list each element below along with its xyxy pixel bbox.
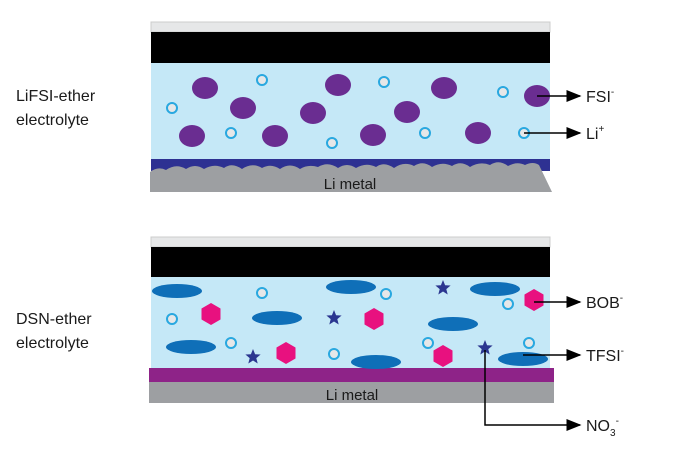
li-cation <box>225 127 237 139</box>
electrode-label: Li metal <box>326 387 379 404</box>
dendritic-li-metal <box>150 162 552 192</box>
electrolyte-region <box>151 63 550 161</box>
tfsi-anion <box>252 311 302 325</box>
no3-label: NO3- <box>586 416 619 439</box>
bob-anion <box>524 289 544 311</box>
panel-title-line1: DSN-ether <box>16 311 92 328</box>
fsi-anion <box>360 124 386 146</box>
li-cation <box>380 288 392 300</box>
tfsi-anion <box>470 282 520 296</box>
panel-title-line2: electrolyte <box>16 335 89 352</box>
fsi-anion <box>325 74 351 96</box>
top-cathode <box>151 247 550 277</box>
fsi-anion <box>262 125 288 147</box>
fsi-label: FSI- <box>586 87 614 106</box>
dsn-panel: Li metal BOB- TFSI- NO3- DSN-ether elect… <box>16 236 624 439</box>
li-cation <box>328 348 340 360</box>
tfsi-label: TFSI- <box>586 346 624 365</box>
tfsi-anion <box>351 355 401 369</box>
fsi-anion <box>192 77 218 99</box>
panel-title-line2: electrolyte <box>16 112 89 129</box>
li-label: Li+ <box>586 124 604 143</box>
li-cation <box>419 127 431 139</box>
li-cation <box>166 313 178 325</box>
bob-anion <box>364 308 384 330</box>
no3-anion <box>326 310 342 325</box>
li-cation <box>225 337 237 349</box>
bob-anion <box>201 303 221 325</box>
li-cation <box>256 74 268 86</box>
fsi-anion <box>431 77 457 99</box>
top-cathode <box>151 32 550 63</box>
li-cation <box>326 137 338 149</box>
no3-anion <box>477 340 493 355</box>
sei-layer <box>149 368 554 382</box>
no3-anion <box>435 280 451 295</box>
top-current-collector <box>150 21 551 33</box>
no3-anion <box>245 349 261 364</box>
panel-title-line1: LiFSI-ether <box>16 88 96 105</box>
li-metal <box>149 382 554 403</box>
tfsi-anion <box>166 340 216 354</box>
fsi-anion <box>394 101 420 123</box>
tfsi-anion <box>498 352 548 366</box>
lifsi-panel: Li metal FSI- Li+ LiFSI-ether electrolyt… <box>16 21 614 193</box>
tfsi-anion <box>152 284 202 298</box>
electrode-label: Li metal <box>324 176 377 193</box>
no3-arrow <box>484 350 582 431</box>
fsi-anion <box>179 125 205 147</box>
li-cation <box>422 337 434 349</box>
li-cation <box>166 102 178 114</box>
li-cation <box>502 298 514 310</box>
li-cation <box>256 287 268 299</box>
fsi-anion <box>465 122 491 144</box>
li-cation <box>497 86 509 98</box>
tfsi-anion <box>428 317 478 331</box>
bob-label: BOB- <box>586 293 623 312</box>
top-current-collector <box>150 236 551 248</box>
fsi-anion <box>230 97 256 119</box>
bob-anion <box>276 342 296 364</box>
li-cation <box>378 76 390 88</box>
bob-anion <box>433 345 453 367</box>
li-cation <box>523 337 535 349</box>
tfsi-anion <box>326 280 376 294</box>
fsi-anion <box>300 102 326 124</box>
